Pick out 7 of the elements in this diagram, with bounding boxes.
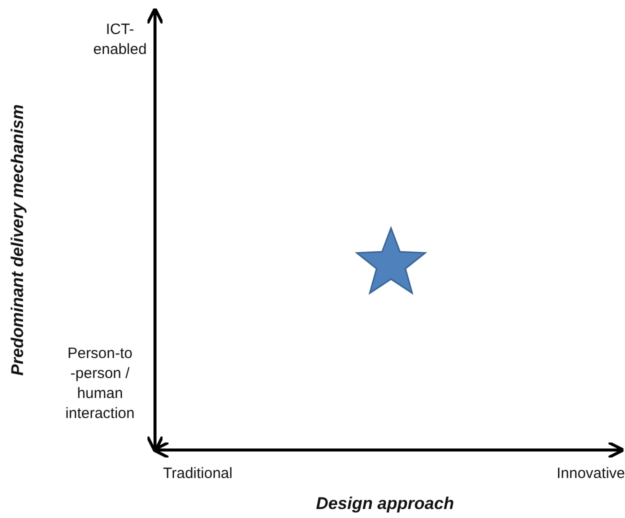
axis-end-label: Person-to -person / human interaction — [64, 344, 136, 424]
axis-end-label: ICT- enabled — [92, 20, 148, 60]
axis-end-label: Innovative — [556, 464, 625, 484]
axis-title: Design approach — [315, 494, 455, 514]
axis-end-label: Traditional — [163, 464, 234, 484]
axis-title: Predominant delivery mechanism — [8, 103, 28, 378]
star-marker — [354, 226, 428, 295]
